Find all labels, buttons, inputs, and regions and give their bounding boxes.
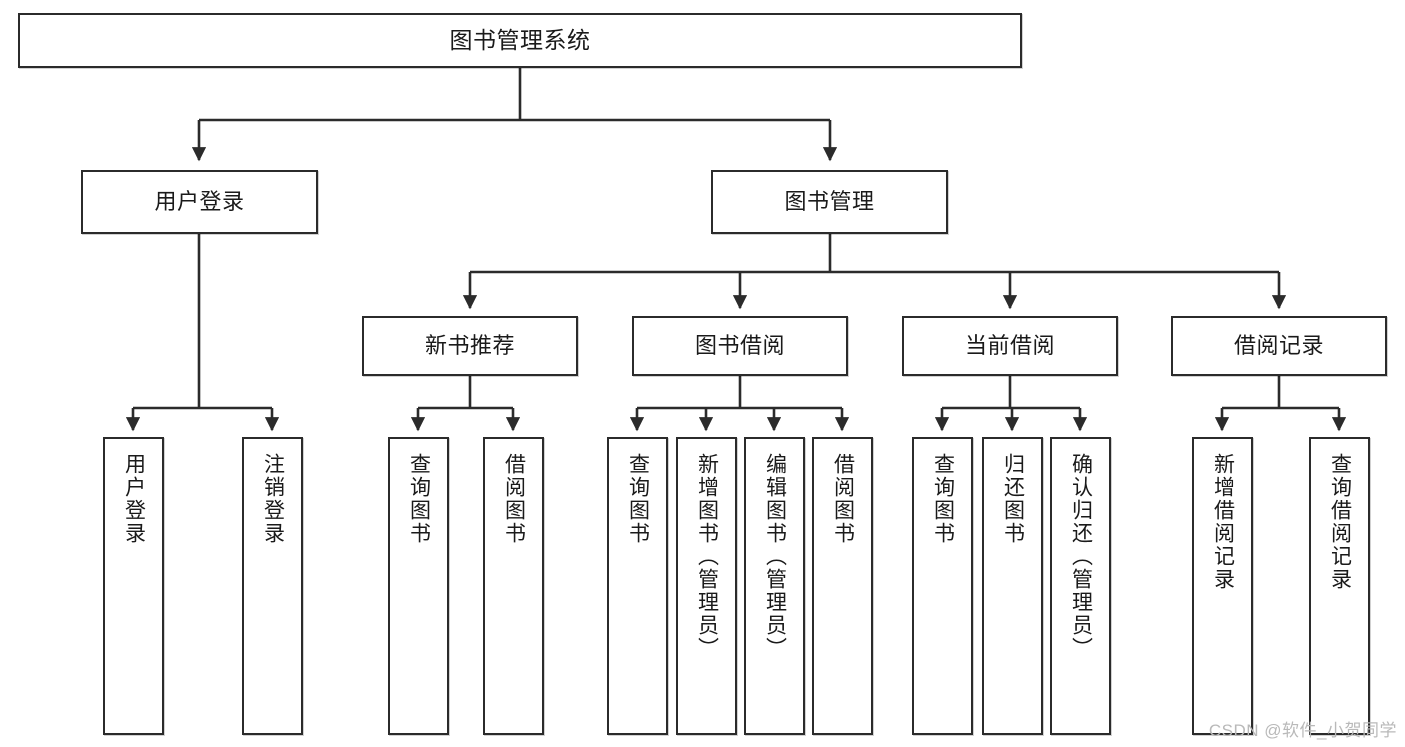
leaf-book-borrow-edit[interactable]: 编辑图书（管理员） <box>744 437 805 735</box>
leaf-book-borrow-borrow[interactable]: 借阅图书 <box>812 437 873 735</box>
leaf-new-book-query[interactable]: 查询图书 <box>388 437 449 735</box>
leaf-book-borrow-add[interactable]: 新增图书（管理员） <box>676 437 737 735</box>
leaf-user-login-login[interactable]: 用户登录 <box>103 437 164 735</box>
node-label: 借阅图书 <box>831 453 855 545</box>
leaf-book-borrow-query[interactable]: 查询图书 <box>607 437 668 735</box>
node-label: 注销登录 <box>261 453 285 545</box>
leaf-current-borrow-confirm-return[interactable]: 确认归还（管理员） <box>1050 437 1111 735</box>
node-label: 用户登录 <box>122 453 146 545</box>
node-label: 借阅记录 <box>1233 333 1324 359</box>
node-label: 用户登录 <box>154 189 245 215</box>
node-book-management[interactable]: 图书管理 <box>711 170 948 234</box>
node-label: 编辑图书（管理员） <box>763 453 787 660</box>
node-label: 查询图书 <box>626 453 650 545</box>
node-borrow-records[interactable]: 借阅记录 <box>1171 316 1387 376</box>
node-label: 图书管理系统 <box>449 27 591 54</box>
node-label: 查询借阅记录 <box>1328 453 1352 591</box>
node-label: 新书推荐 <box>424 333 515 359</box>
node-label: 借阅图书 <box>502 453 526 545</box>
leaf-current-borrow-query[interactable]: 查询图书 <box>912 437 973 735</box>
leaf-borrow-records-query[interactable]: 查询借阅记录 <box>1309 437 1370 735</box>
leaf-user-login-logout[interactable]: 注销登录 <box>242 437 303 735</box>
node-label: 确认归还（管理员） <box>1069 453 1093 660</box>
leaf-new-book-borrow[interactable]: 借阅图书 <box>483 437 544 735</box>
leaf-borrow-records-add[interactable]: 新增借阅记录 <box>1192 437 1253 735</box>
leaf-current-borrow-return[interactable]: 归还图书 <box>982 437 1043 735</box>
node-label: 图书管理 <box>784 189 875 215</box>
node-current-borrow[interactable]: 当前借阅 <box>902 316 1118 376</box>
node-label: 新增图书（管理员） <box>695 453 719 660</box>
node-label: 图书借阅 <box>694 333 785 359</box>
node-user-login[interactable]: 用户登录 <box>81 170 318 234</box>
node-root-system[interactable]: 图书管理系统 <box>18 13 1022 68</box>
node-book-borrow[interactable]: 图书借阅 <box>632 316 848 376</box>
node-label: 查询图书 <box>407 453 431 545</box>
node-label: 当前借阅 <box>964 333 1055 359</box>
node-label: 归还图书 <box>1001 453 1025 545</box>
node-label: 新增借阅记录 <box>1211 453 1235 591</box>
node-new-book-recommend[interactable]: 新书推荐 <box>362 316 578 376</box>
node-label: 查询图书 <box>931 453 955 545</box>
